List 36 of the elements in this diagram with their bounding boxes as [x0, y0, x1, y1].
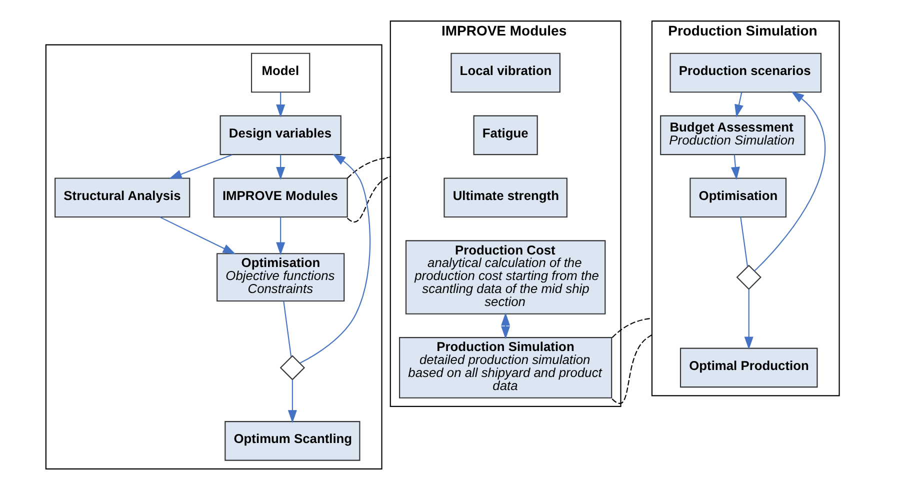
arrow — [754, 91, 825, 272]
node-box: Optimal Production — [679, 348, 818, 388]
node-box: Production Simulation detailed production simulation based on all shipyard and product data — [398, 337, 612, 398]
node-box: Optimisation Objective functions Constraints — [216, 253, 344, 302]
arrow — [168, 154, 232, 179]
node-box: Structural Analysis — [54, 178, 190, 218]
node-box: Fatigue — [472, 115, 538, 156]
node-box: Production Cost analytical calculation of the production cost starting from the scantling data of the mid ship section — [404, 240, 606, 314]
arrow — [159, 216, 236, 254]
arrow — [500, 312, 510, 340]
arrow — [734, 92, 743, 118]
node-box: Production scenarios — [669, 52, 822, 93]
node-box: Optimisation — [689, 178, 786, 218]
node-box: Budget Assessment Production Simulation — [660, 115, 805, 156]
node-diamond — [736, 264, 761, 290]
arrow — [730, 154, 740, 180]
arrow — [299, 154, 370, 364]
connector — [346, 176, 390, 222]
arrow — [744, 289, 753, 350]
node-box: Model — [250, 52, 310, 93]
connector — [282, 301, 292, 357]
cluster — [44, 44, 382, 470]
node-diamond — [279, 355, 305, 380]
node-box: IMPROVE Modules — [212, 178, 348, 218]
connector — [611, 334, 652, 404]
connector — [611, 318, 652, 338]
connector — [740, 217, 748, 267]
node-box: Optimum Scantling — [224, 421, 360, 461]
node-box: Ultimate strength — [443, 178, 567, 218]
node-box: Design variables — [219, 115, 341, 156]
arrow — [276, 92, 285, 118]
node-box: Local vibration — [450, 52, 560, 93]
arrow — [276, 217, 285, 256]
arrow — [287, 380, 296, 424]
connector — [346, 156, 390, 179]
arrow — [276, 154, 285, 180]
